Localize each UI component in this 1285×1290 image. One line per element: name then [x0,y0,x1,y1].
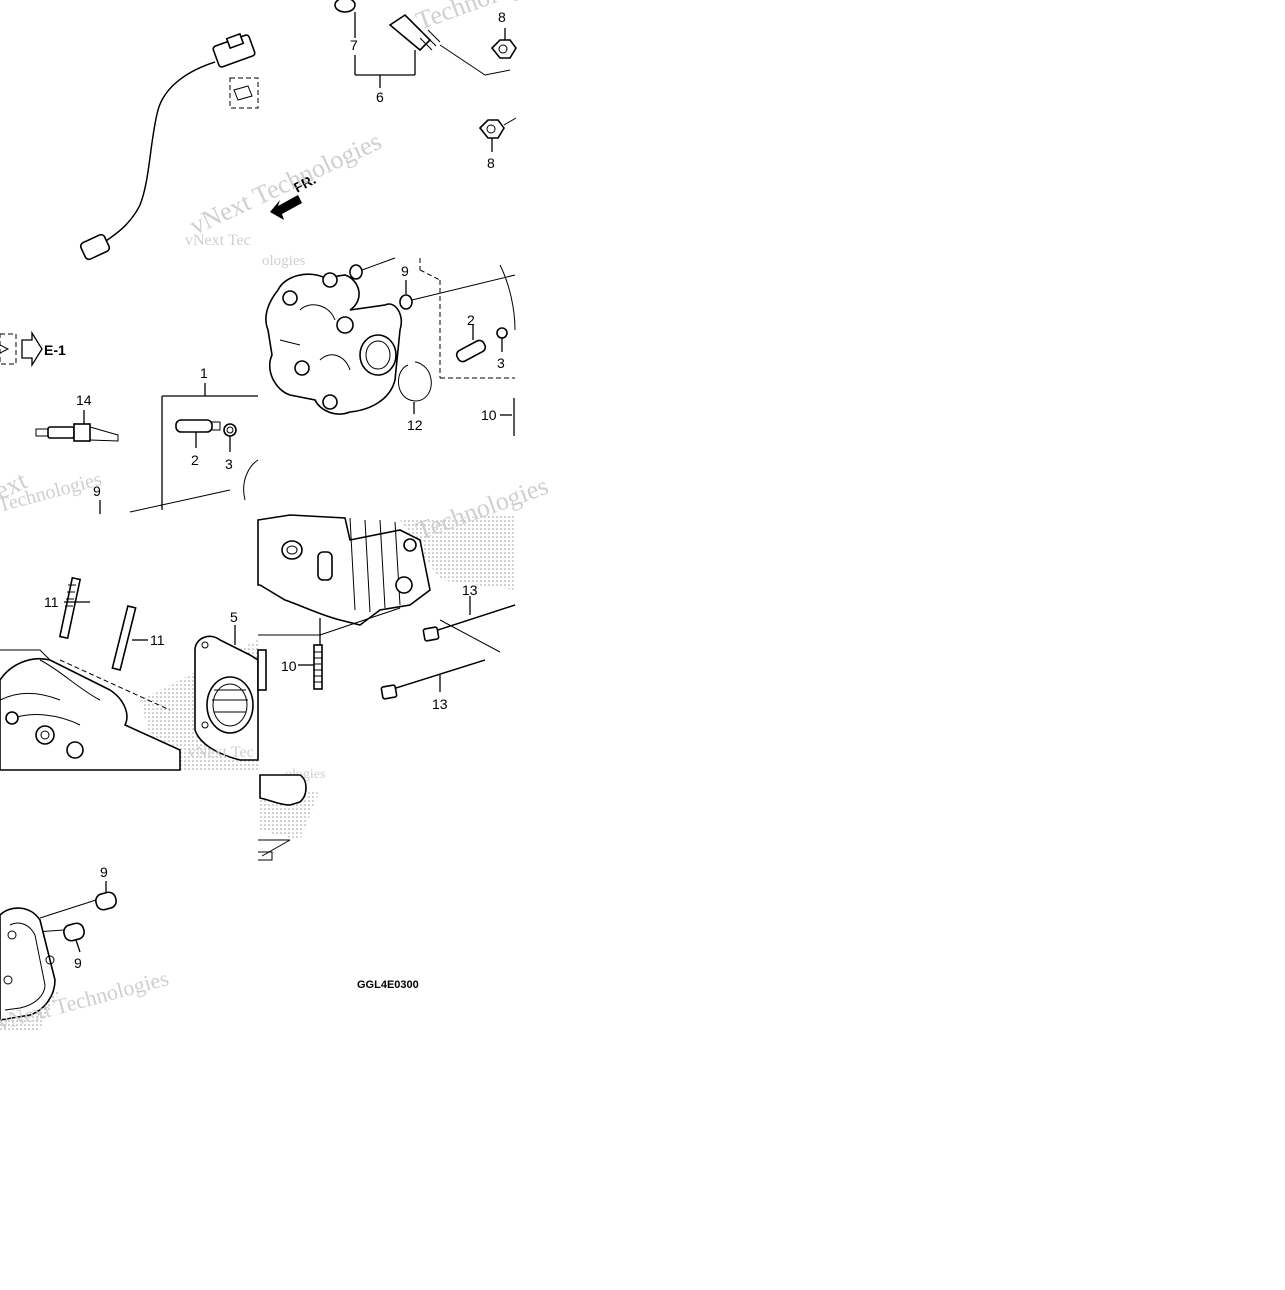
callout-2: 2 [191,452,199,468]
cylinder-head-top: ologies 9 12 2 [262,253,516,436]
callout-8: 8 [498,9,506,25]
callout-11: 11 [44,594,59,610]
watermark: ologies [262,253,305,269]
reference-e1: E-1 [0,330,66,368]
callout-10: 10 [481,407,497,423]
watermark: vNext Tec [185,232,251,249]
shading [400,515,515,590]
callout-10: 10 [281,658,297,674]
joint-pipe-assembly: 7 6 8 8 [334,0,517,171]
head-fragment-lower: ologies GGL4E0300 [258,767,419,991]
callout-8: 8 [487,155,495,171]
callout-5: 5 [230,609,238,625]
callout-3: 3 [497,355,505,371]
callout-1: 1 [200,365,208,381]
spark-plug: 14 [35,392,119,442]
callout-12: 12 [407,417,423,433]
cylinder-head-left: 11 11 5 vNext Tec [0,576,259,771]
callout-9: 9 [100,864,108,880]
callout-9: 9 [74,955,82,971]
valve-set-1: 1 2 3 9 [93,365,259,514]
callout-11: 11 [150,632,165,648]
reference-label: E-1 [44,342,66,358]
sensor-harness [79,32,259,261]
callout-9: 9 [401,263,409,279]
callout-6: 6 [376,89,384,105]
diagram-code: GGL4E0300 [357,979,419,991]
callout-9: 9 [93,483,101,499]
callout-7: 7 [350,37,358,53]
callout-2: 2 [467,312,475,328]
watermark: vNext Tec [188,744,254,761]
callout-14: 14 [76,392,92,408]
callout-3: 3 [225,456,233,472]
callout-13: 13 [432,696,448,712]
callout-13: 13 [462,582,478,598]
